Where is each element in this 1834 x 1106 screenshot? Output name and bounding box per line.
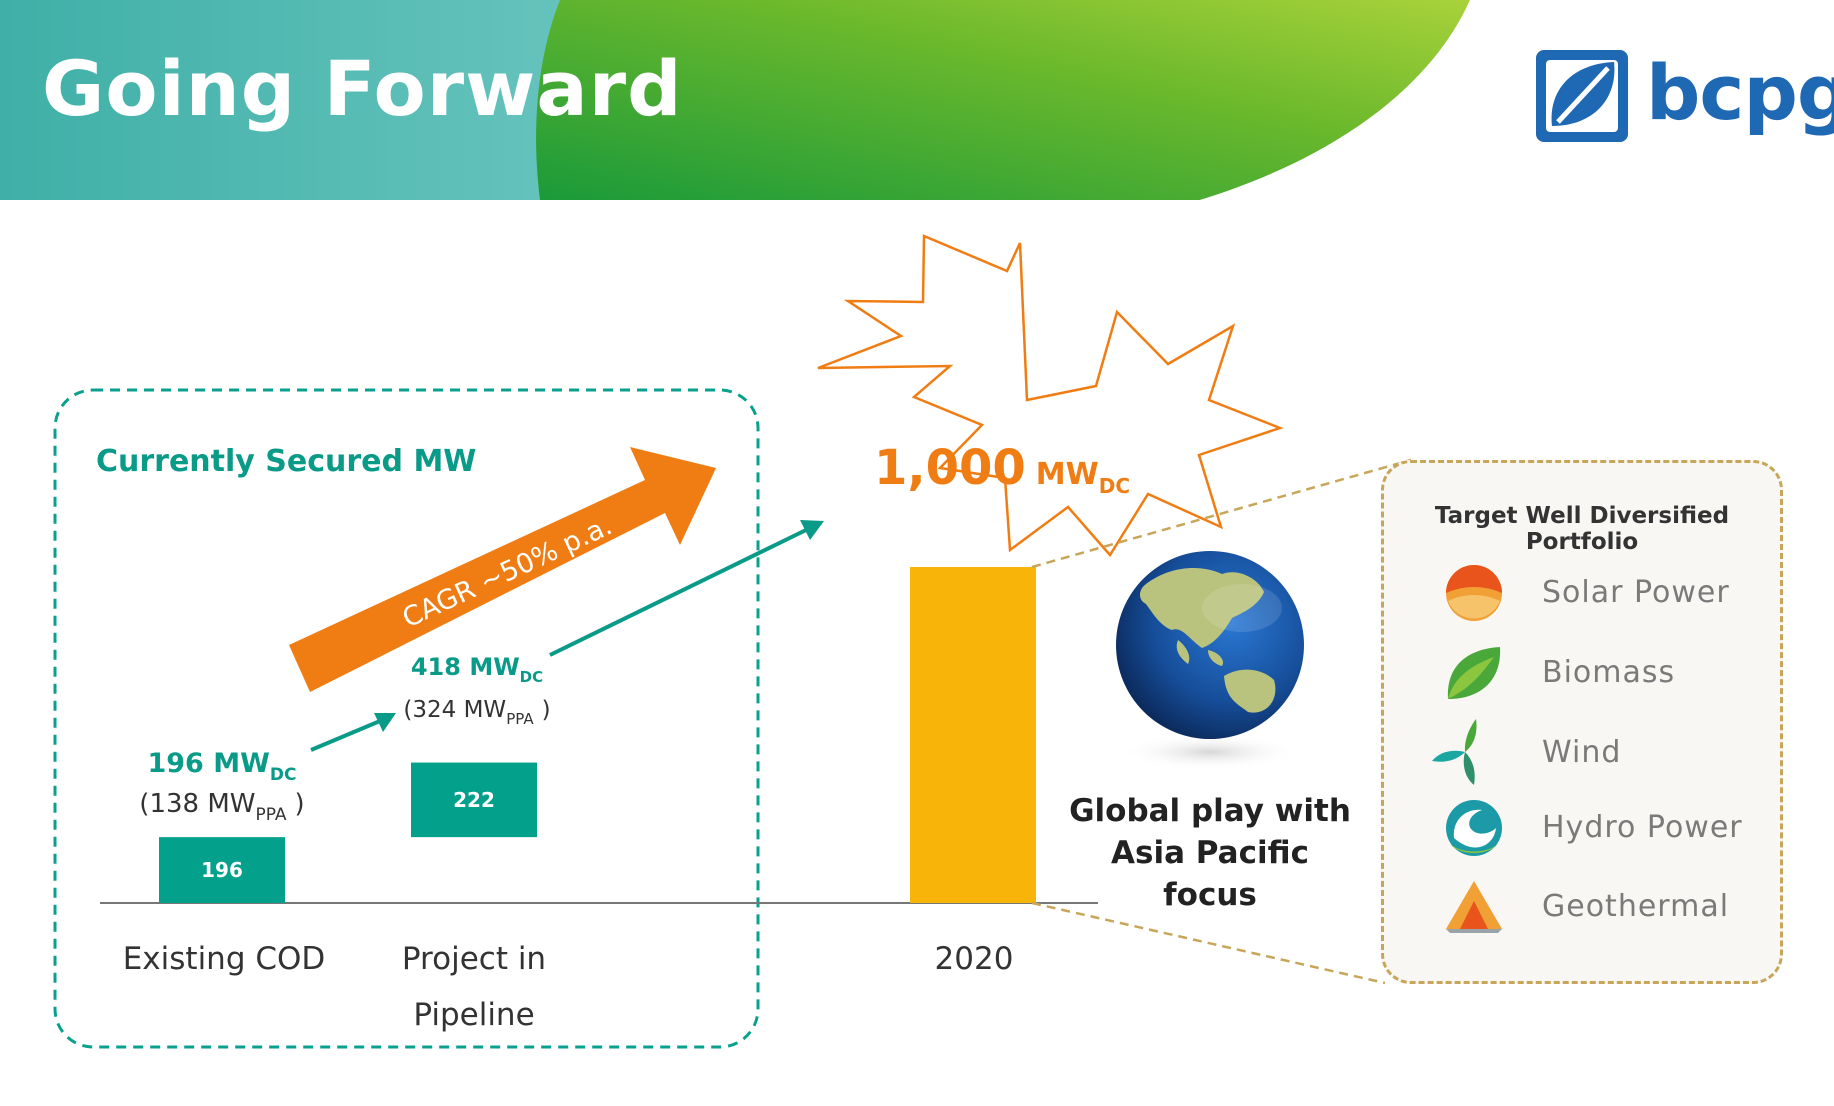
category-label-2020: 2020 <box>935 941 1014 977</box>
portfolio-panel: Target Well Diversified Portfolio Solar … <box>1381 460 1783 984</box>
category-label-project-line-1: Project in <box>402 941 546 977</box>
category-label-project-line-2: Pipeline <box>413 997 534 1033</box>
burst-unit-sub: DC <box>1099 474 1130 498</box>
page-title: Going Forward <box>42 44 683 133</box>
leaf-logo-icon <box>1536 50 1628 142</box>
svg-text:(324 MWPPA): (324 MWPPA) <box>403 697 550 728</box>
svg-text:(138 MWPPA): (138 MWPPA) <box>139 789 304 825</box>
portfolio-label-solar: Solar Power <box>1542 575 1730 610</box>
portfolio-label-geothermal: Geothermal <box>1542 889 1730 924</box>
portfolio-title: Target Well Diversified Portfolio <box>1434 503 1730 555</box>
annotation-1-main: 196 MW <box>147 748 269 779</box>
bar-label-existing-cod: 196 <box>201 858 243 882</box>
hydro-wave-icon <box>1446 800 1502 856</box>
bcpg-logo: bcpg <box>1530 42 1834 152</box>
connector-arrowhead-2 <box>800 520 824 540</box>
solar-icon <box>1446 565 1502 621</box>
svg-text:196 MWDC: 196 MWDC <box>147 748 296 785</box>
globe-caption-line-2: Asia Pacific focus <box>1111 835 1309 913</box>
globe-caption: Global play with Asia Pacific focus <box>1060 790 1360 916</box>
logo-text: bcpg <box>1646 48 1834 137</box>
cagr-label: CAGR ~50% p.a. <box>398 510 617 634</box>
category-label-existing-cod: Existing COD <box>123 941 326 977</box>
header-background <box>0 0 1834 200</box>
geothermal-icon <box>1446 881 1502 933</box>
growth-connectors <box>310 520 824 752</box>
burst-value: 1,000 <box>874 440 1026 496</box>
connector-line-1 <box>310 719 381 752</box>
annotation-2-paren-end: ) <box>542 697 551 723</box>
target-starburst: 1,000 MWDC <box>817 234 1284 558</box>
portfolio-item-biomass: Biomass <box>1444 643 1764 703</box>
wind-turbine-icon <box>1432 719 1477 785</box>
secured-box-title: Currently Secured MW <box>96 444 476 479</box>
burst-unit: MW <box>1036 457 1099 492</box>
bar-label-pipeline: 222 <box>453 788 495 812</box>
annotation-1-paren-sub: PPA <box>255 805 286 825</box>
bar-existing-cod <box>159 837 285 903</box>
bar-2020-target <box>910 567 1036 903</box>
bar-pipeline-segment <box>411 762 537 838</box>
portfolio-label-hydro: Hydro Power <box>1542 810 1743 845</box>
globe-caption-line-1: Global play with <box>1069 793 1351 829</box>
bar-annotation-2: 418 MWDC (324 MWPPA) <box>403 653 550 728</box>
annotation-1-paren-end: ) <box>295 789 305 819</box>
annotation-2-main-sub: DC <box>520 668 543 686</box>
connector-line-2 <box>549 528 807 657</box>
portfolio-label-wind: Wind <box>1542 735 1622 770</box>
header-banner: Going Forward bcpg <box>0 0 1834 200</box>
portfolio-item-solar: Solar Power <box>1444 563 1764 623</box>
annotation-2-main: 418 MW <box>411 653 520 681</box>
connector-arrowhead-1 <box>374 713 396 732</box>
portfolio-item-hydro: Hydro Power <box>1444 798 1764 858</box>
biomass-leaf-icon <box>1447 647 1501 699</box>
annotation-1-paren: (138 MW <box>139 789 255 819</box>
globe-icon <box>1116 551 1304 770</box>
zoom-line-bottom <box>1031 901 1386 985</box>
zoom-line-top <box>1031 458 1412 569</box>
svg-text:418 MWDC: 418 MWDC <box>411 653 543 686</box>
secured-mw-box <box>53 388 760 1049</box>
portfolio-item-geothermal: Geothermal <box>1444 877 1764 937</box>
portfolio-label-biomass: Biomass <box>1542 655 1676 690</box>
annotation-2-paren: (324 MW <box>403 697 506 723</box>
annotation-2-paren-sub: PPA <box>506 710 534 728</box>
bar-group: 196 222 <box>159 567 1036 903</box>
annotation-1-main-sub: DC <box>270 765 297 785</box>
bar-annotation-1: 196 MWDC (138 MWPPA) <box>139 748 304 825</box>
portfolio-item-wind: Wind <box>1432 719 1764 785</box>
